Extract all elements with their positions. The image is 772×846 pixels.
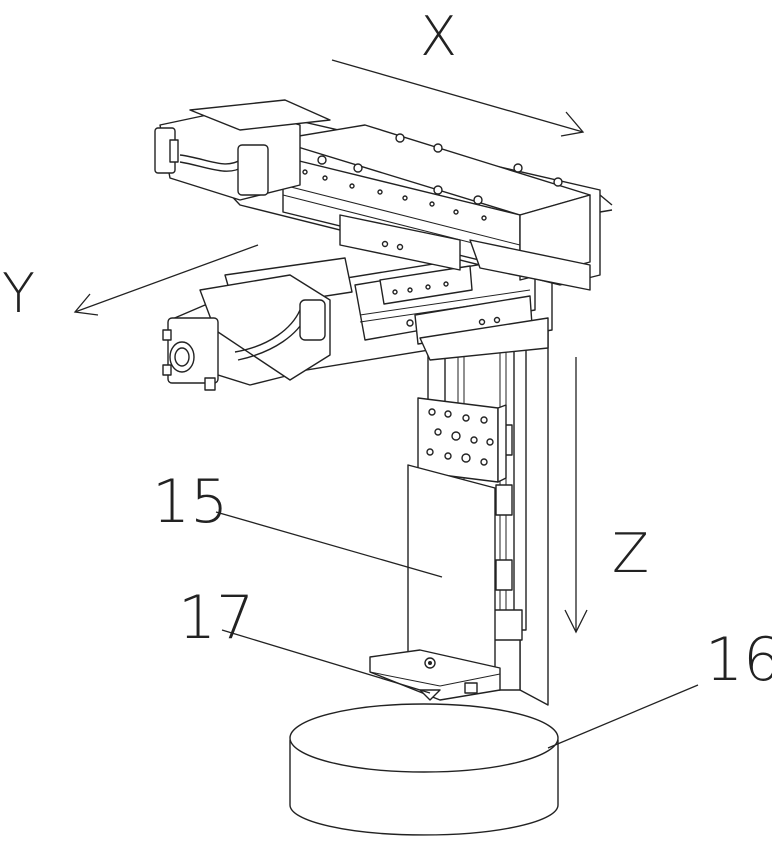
x-rail-holes — [302, 169, 487, 221]
label-16: 16 — [547, 625, 772, 749]
part-17-leader — [221, 629, 431, 694]
axis-x-arrowhead — [560, 111, 585, 137]
part-15-label: 15 — [152, 467, 228, 537]
axis-x-arrow — [331, 59, 584, 133]
axis-x: X — [331, 5, 585, 137]
axis-y: Y — [2, 244, 259, 325]
axis-y-arrow — [74, 244, 259, 313]
axis-z: Z — [564, 357, 649, 634]
label-15: 15 — [152, 467, 443, 578]
round-base — [289, 703, 559, 836]
label-17: 17 — [178, 583, 431, 694]
axis-x-label: X — [420, 5, 457, 68]
carriage-holes — [426, 408, 494, 466]
axis-y-arrowhead — [73, 293, 99, 316]
axis-z-arrowhead — [564, 609, 588, 634]
part-16-label: 16 — [705, 625, 772, 695]
part-17-label: 17 — [178, 583, 254, 653]
axis-y-label: Y — [2, 262, 35, 325]
z-carriage — [417, 397, 507, 483]
y-motor — [162, 274, 331, 391]
axis-z-label: Z — [612, 522, 649, 585]
x-top-bolts — [317, 133, 563, 205]
part-16-leader — [547, 684, 699, 749]
part-15-leader — [215, 511, 443, 578]
x-motor — [154, 99, 331, 201]
bracket — [369, 464, 501, 701]
